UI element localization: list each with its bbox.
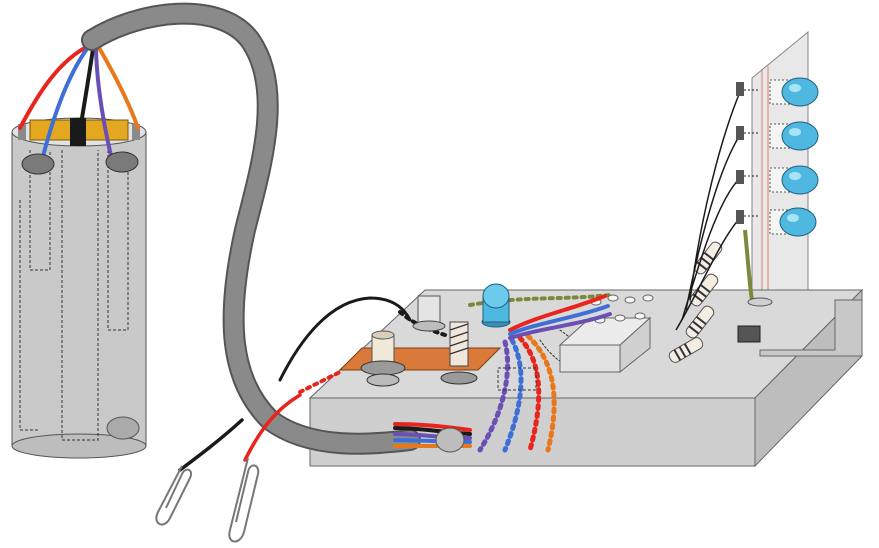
cylinder-probe — [11, 117, 147, 459]
board-top-wires — [278, 294, 612, 382]
panel-led-1 — [736, 77, 819, 107]
chip-block — [558, 294, 654, 374]
panel-led-2 — [736, 121, 819, 151]
clip-leads — [178, 393, 302, 472]
panel-led-3 — [736, 165, 819, 195]
cylinder-terminal-right — [105, 151, 139, 173]
bolt-terminals — [360, 295, 537, 391]
panel-wires — [675, 89, 760, 331]
panel-base-connector — [737, 297, 773, 343]
blue-led — [481, 283, 511, 328]
cylinder-terminal-left — [21, 153, 55, 175]
panel-led-4 — [736, 207, 817, 237]
paper-clip-right — [228, 457, 260, 543]
gray-cable — [81, 2, 421, 455]
paper-clip-left — [155, 465, 192, 526]
cable-end-wires — [393, 422, 472, 453]
